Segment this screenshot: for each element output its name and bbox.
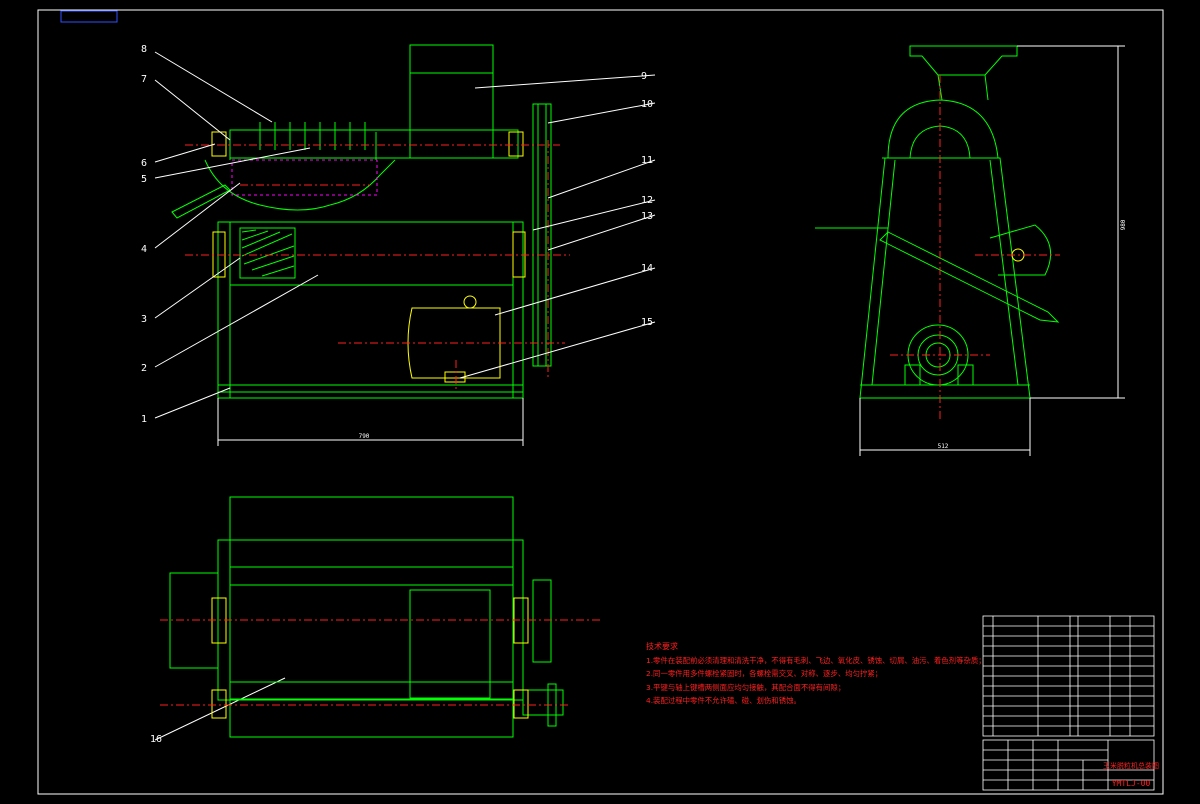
motor <box>407 307 501 379</box>
callout-13: 13 <box>641 211 653 222</box>
technical-requirements: 技术要求 1.零件在装配前必须清理和清洗干净，不得有毛刺、飞边、氧化皮、锈蚀、切… <box>646 640 986 708</box>
side-view <box>815 45 1060 399</box>
tech-item-2: 2.同一零件用多件螺栓紧固时，各螺栓需交叉、对称、逐步、均匀拧紧； <box>646 669 883 679</box>
callout-9: 9 <box>641 71 647 82</box>
side-width-dim: 512 <box>938 443 949 450</box>
tech-item-1: 1.零件在装配前必须清理和清洗干净，不得有毛刺、飞边、氧化皮、锈蚀、切屑、油污、… <box>646 655 986 665</box>
sheet-corner-tab <box>60 10 118 23</box>
side-drum-cover <box>887 99 999 159</box>
callout-leaders <box>154 51 656 741</box>
sheet-border <box>37 9 1164 795</box>
callout-16: 16 <box>150 734 162 745</box>
callout-1: 1 <box>141 414 147 425</box>
beater-teeth <box>259 122 366 150</box>
main-frame <box>217 221 524 399</box>
callout-2: 2 <box>141 363 147 374</box>
callout-10: 10 <box>641 99 653 110</box>
discharge-chute <box>171 184 231 219</box>
large-pulley <box>532 103 552 367</box>
callout-5: 5 <box>141 174 147 185</box>
side-chute <box>879 231 1060 323</box>
drum-section <box>239 227 296 279</box>
side-hopper <box>909 45 1018 76</box>
top-pulley <box>532 579 552 663</box>
drawing-name: 玉米脱粒机总装图 <box>1103 761 1159 770</box>
top-frame <box>229 496 514 738</box>
callout-6: 6 <box>141 158 147 169</box>
title-block <box>982 615 1155 791</box>
top-hopper <box>409 589 491 699</box>
hopper <box>409 44 494 159</box>
side-height-dim: 980 <box>1120 219 1127 230</box>
callout-8: 8 <box>141 44 147 55</box>
callout-7: 7 <box>141 74 147 85</box>
side-pulley <box>989 224 1052 276</box>
drawing-number: YMTLJ-00 <box>1112 779 1151 788</box>
callout-4: 4 <box>141 244 147 255</box>
top-motor-left <box>169 572 219 669</box>
callout-14: 14 <box>641 263 653 274</box>
front-width-dim: 790 <box>359 433 370 440</box>
callout-12: 12 <box>641 195 653 206</box>
top-view <box>169 496 564 738</box>
front-view <box>171 44 552 399</box>
tech-title: 技术要求 <box>646 642 678 651</box>
callout-15: 15 <box>641 317 653 328</box>
screen-section <box>231 159 378 196</box>
front-centerlines <box>185 140 570 392</box>
side-centerlines <box>890 75 1060 420</box>
tech-item-4: 4.装配过程中零件不允许磕、碰、划伤和锈蚀。 <box>646 696 801 706</box>
front-dimension <box>217 398 524 446</box>
side-dimension <box>859 45 1125 456</box>
callout-11: 11 <box>641 155 653 166</box>
callout-3: 3 <box>141 314 147 325</box>
upper-housing <box>229 129 519 159</box>
tech-item-3: 3.平键与轴上键槽两侧面应均匀接触，其配合面不得有间隙； <box>646 682 846 692</box>
top-centerlines <box>160 619 600 706</box>
